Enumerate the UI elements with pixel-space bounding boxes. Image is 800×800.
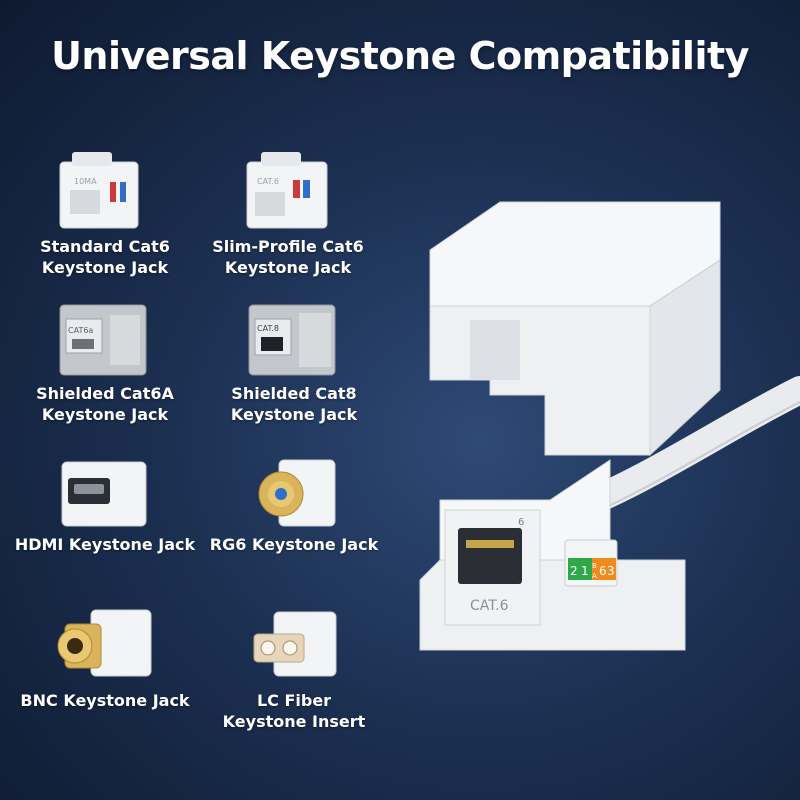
item-label-line1: Shielded Cat6A	[36, 384, 174, 403]
lc-fiber-insert-icon	[253, 611, 337, 677]
slim-cat6-jack-icon: CAT.6	[246, 152, 328, 229]
item-label-line2: Keystone Jack	[41, 258, 169, 277]
shielded-cat8-jack-icon: CAT.8	[248, 304, 336, 376]
jack-base: 6 CAT.6 2 1 B A 6 3	[419, 459, 686, 651]
item-label-line1: HDMI Keystone Jack	[14, 535, 196, 554]
rg6-jack-icon	[258, 459, 336, 527]
rj45-port	[458, 528, 522, 584]
surface-mount-box-illustration: 6 CAT.6 2 1 B A 6 3	[419, 201, 800, 651]
bnc-jack-icon	[57, 609, 152, 677]
wire-code: 2	[570, 564, 578, 578]
catalog-item-slim-cat6: CAT.6 Slim-Profile Cat6 Keystone Jack	[178, 148, 398, 278]
jack-label: CAT.6	[470, 598, 509, 614]
catalog-item-lc-fiber: LC Fiber Keystone Insert	[184, 600, 404, 732]
item-label-line2: Keystone Jack	[224, 258, 352, 277]
svg-text:10MA: 10MA	[74, 177, 97, 186]
item-label-line1: BNC Keystone Jack	[20, 691, 190, 710]
item-label-line1: Shielded Cat8	[231, 384, 357, 403]
item-label-line1: Slim-Profile Cat6	[212, 237, 364, 256]
cat6-jack-icon: 10MA	[59, 152, 139, 229]
wire-code: 3	[607, 564, 615, 578]
catalog-item-shielded-cat8: CAT.8 Shielded Cat8 Keystone Jack	[184, 295, 404, 425]
svg-text:CAT.8: CAT.8	[257, 324, 279, 333]
catalog-item-bnc: BNC Keystone Jack	[0, 600, 215, 711]
svg-text:CAT6a: CAT6a	[68, 326, 93, 335]
item-label-line1: Standard Cat6	[40, 237, 170, 256]
hdmi-jack-icon	[61, 461, 147, 527]
wire-code: A	[592, 572, 597, 580]
wire-code: B	[592, 562, 597, 570]
wire-code: 6	[599, 564, 607, 578]
svg-text:CAT.6: CAT.6	[257, 177, 279, 186]
shielded-cat6a-jack-icon: CAT6a	[59, 304, 147, 376]
catalog-item-hdmi: HDMI Keystone Jack	[0, 454, 215, 555]
box-cover	[429, 201, 721, 457]
page-title: Universal Keystone Compatibility	[51, 34, 749, 78]
item-label-line1: RG6 Keystone Jack	[209, 535, 379, 554]
item-label-line2: Keystone Insert	[222, 712, 366, 731]
catalog-item-shielded-cat6a: CAT6a Shielded Cat6A Keystone Jack	[0, 295, 215, 425]
wire-code: 1	[581, 564, 589, 578]
catalog-item-rg6: RG6 Keystone Jack	[184, 454, 404, 555]
catalog-item-standard-cat6: 10MA Standard Cat6 Keystone Jack	[0, 148, 215, 278]
item-label-line1: LC Fiber	[256, 691, 332, 710]
port-number: 6	[518, 517, 524, 528]
item-label-line2: Keystone Jack	[41, 405, 169, 424]
item-label-line2: Keystone Jack	[230, 405, 358, 424]
